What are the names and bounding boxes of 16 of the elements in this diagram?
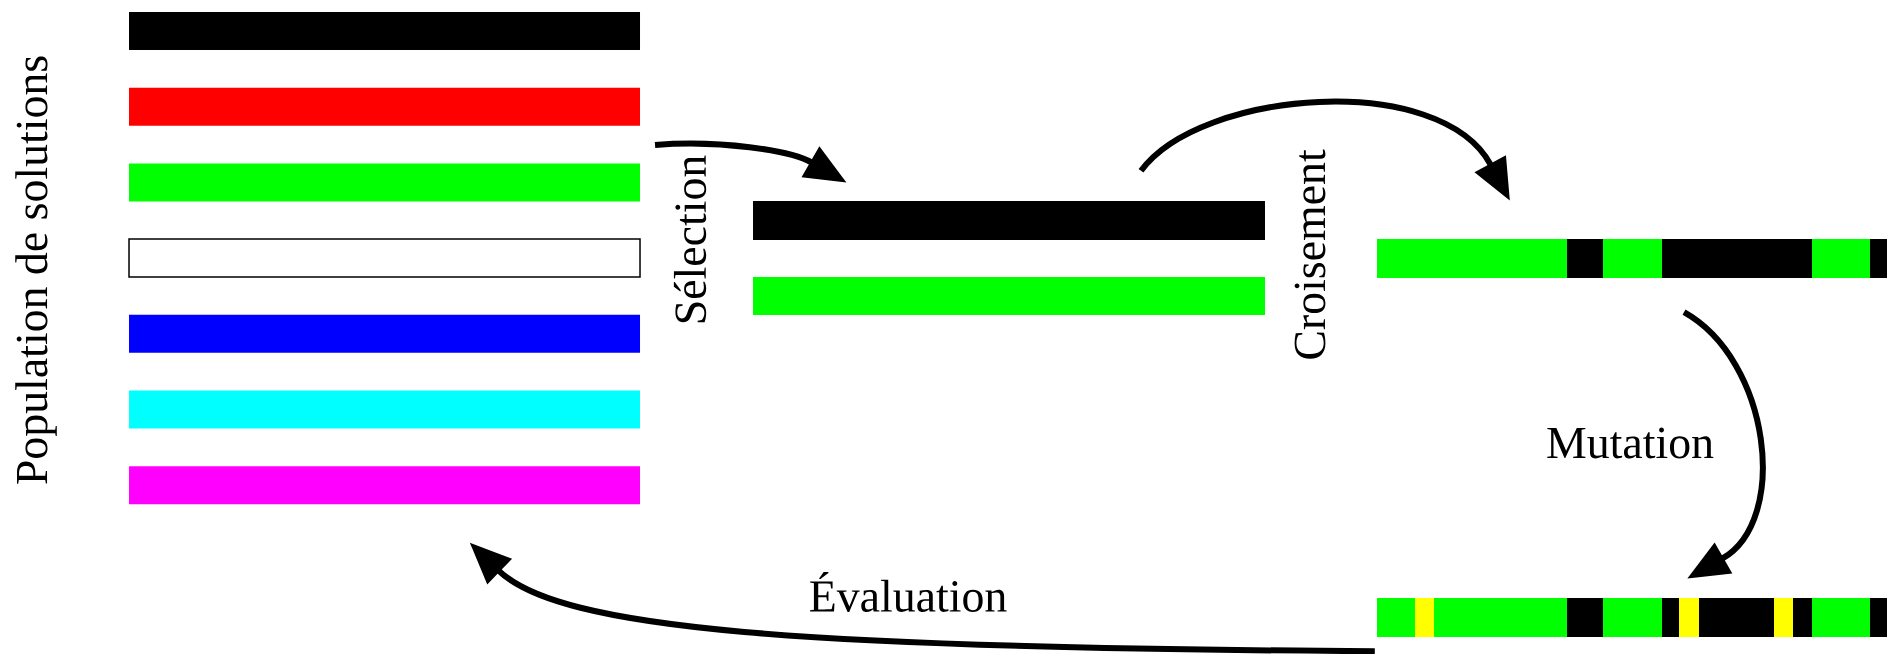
chromosome-bar [129,314,640,353]
chromosome-bar [1377,239,1887,278]
chromosome-bar [129,390,640,429]
chromosome-bar [753,201,1265,240]
chromosome-bar [128,238,641,278]
edge-label: Évaluation [810,572,1007,612]
chromosome-bar [753,277,1265,315]
edge-label: Mutation [1547,427,1714,459]
edge-label: Sélection [673,155,707,323]
chromosome-bar [1377,598,1887,637]
chromosome-bar [129,87,640,126]
edge-label: Croisement [1294,149,1326,359]
chromosome-bar [129,466,640,505]
axis-label: Population de solutions [15,56,57,484]
chromosome-bar [129,163,640,202]
chromosome-bar [129,12,640,50]
